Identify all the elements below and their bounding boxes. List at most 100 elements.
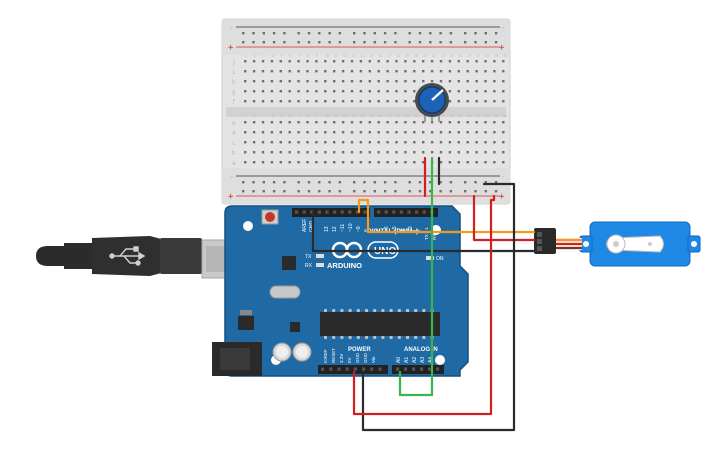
hole <box>315 60 318 63</box>
wire-red-5v-rail[interactable] <box>352 194 496 416</box>
hole <box>350 141 354 144</box>
hole <box>270 121 274 124</box>
hole <box>315 141 318 144</box>
rail-plus-bottom: + <box>228 192 234 202</box>
rail-minus-top: - <box>229 23 234 33</box>
hole <box>350 161 354 164</box>
hole <box>457 80 460 83</box>
hole <box>457 100 460 103</box>
column-number: 19 <box>405 54 409 58</box>
hole <box>475 60 478 63</box>
column-number: 20 <box>414 54 418 58</box>
potentiometer[interactable] <box>415 83 449 122</box>
hole <box>368 151 371 154</box>
hole <box>306 141 309 144</box>
hole <box>493 141 496 144</box>
hole <box>368 161 371 164</box>
hole <box>324 161 327 164</box>
hole <box>283 32 286 35</box>
hole <box>448 131 452 134</box>
row-letters-left: j i h g f e d c b a <box>232 59 236 167</box>
hole <box>466 121 469 124</box>
hole <box>386 151 389 154</box>
hole <box>359 141 363 144</box>
hole <box>484 70 487 73</box>
hole <box>502 151 505 154</box>
hole <box>252 70 256 73</box>
hole <box>395 121 398 124</box>
hole <box>493 100 496 103</box>
servo-motor[interactable] <box>534 221 701 267</box>
hole <box>324 90 327 93</box>
hole <box>297 90 300 93</box>
hole <box>328 190 331 193</box>
wire-black-gnd-servo[interactable] <box>311 210 536 253</box>
hole <box>341 70 345 73</box>
hole <box>439 181 442 184</box>
hole <box>373 190 376 193</box>
hole <box>466 90 469 93</box>
wire-green-a0[interactable] <box>398 156 434 397</box>
hole <box>439 70 443 73</box>
column-number: 15 <box>370 114 374 118</box>
hole <box>341 60 345 63</box>
potentiometer-knob-indicator <box>431 89 444 101</box>
column-number: 29 <box>494 114 498 118</box>
column-number: 30 <box>503 54 507 58</box>
hole <box>252 100 256 103</box>
hole <box>318 41 321 44</box>
column-number: 23 <box>441 54 445 58</box>
usb-symbol-icon <box>109 246 146 266</box>
wire-black-gnd-rail[interactable] <box>361 182 516 432</box>
wire-orange-signal[interactable] <box>357 198 536 234</box>
hole <box>502 100 505 103</box>
analog-pin-label: A2 <box>412 357 418 363</box>
hole <box>502 121 505 124</box>
hole <box>324 309 327 312</box>
column-number: 11 <box>334 54 338 58</box>
hole <box>408 41 411 44</box>
hole <box>328 32 331 35</box>
hole <box>389 336 393 339</box>
hole <box>261 141 265 144</box>
hole <box>333 131 336 134</box>
column-number: 1 <box>245 114 247 118</box>
hole <box>252 131 256 134</box>
hole <box>377 210 381 214</box>
hole <box>359 131 363 134</box>
hole <box>484 100 487 103</box>
column-number: 20 <box>414 114 418 118</box>
hole <box>270 131 274 134</box>
arduino-uno-board[interactable]: AREF GND 13 12 ~11 ~10 ~9 8 7 ~6 ~5 4 ~3… <box>212 205 469 377</box>
hole <box>422 131 425 134</box>
hole <box>408 190 411 193</box>
row-letter: a <box>232 160 236 167</box>
hole <box>306 90 309 93</box>
digital-pin-label: RX←0 <box>432 226 437 240</box>
hole <box>359 80 363 83</box>
hole <box>306 60 309 63</box>
column-number: 14 <box>361 114 365 118</box>
power-label: POWER <box>348 347 371 353</box>
digital-header-1 <box>292 208 370 217</box>
digital-pin-label: 4 <box>400 229 406 232</box>
hole <box>324 131 327 134</box>
hole <box>430 151 434 154</box>
hole <box>279 70 282 73</box>
hole <box>449 41 453 44</box>
hole <box>394 181 397 184</box>
hole <box>306 161 309 164</box>
hole <box>378 367 382 371</box>
hole <box>350 90 354 93</box>
hole <box>262 41 265 44</box>
hole <box>404 121 407 124</box>
hole <box>404 151 407 154</box>
analog-header <box>392 365 444 374</box>
hole <box>261 70 265 73</box>
column-number: 7 <box>298 54 300 58</box>
hole <box>270 161 274 164</box>
column-number: 2 <box>254 114 256 118</box>
hole <box>297 141 300 144</box>
digital-pin-label: 2 <box>416 229 422 232</box>
hole <box>242 181 245 184</box>
